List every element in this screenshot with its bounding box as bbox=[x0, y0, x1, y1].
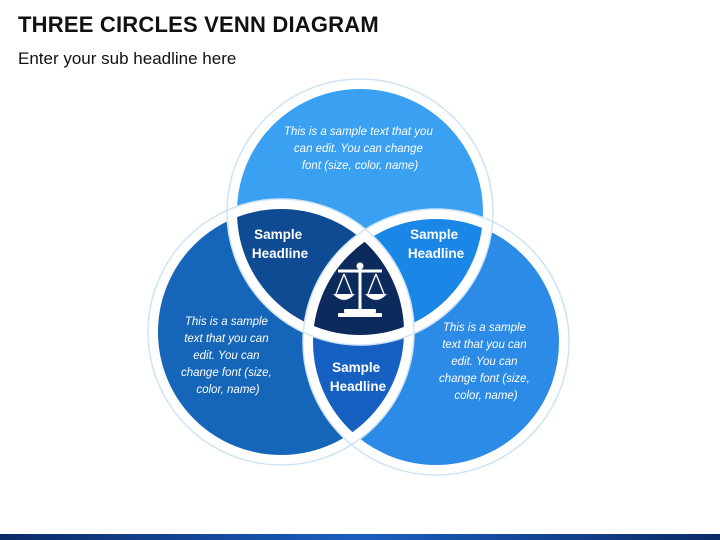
page-subtitle: Enter your sub headline here bbox=[18, 49, 237, 68]
right-circle-text: This is a sample text that you can edit.… bbox=[439, 322, 533, 402]
left-circle-text: This is a sample text that you can edit.… bbox=[181, 316, 275, 396]
bottom-accent-bar bbox=[0, 534, 720, 540]
overlap-top-left-headline: Sample Headline bbox=[252, 227, 309, 261]
top-circle-text: This is a sample text that you can edit.… bbox=[284, 126, 436, 172]
overlap-bottom-headline: Sample Headline bbox=[330, 360, 387, 394]
page-title: THREE CIRCLES VENN DIAGRAM bbox=[18, 12, 379, 37]
balance-scale-icon bbox=[333, 262, 387, 317]
center-overlap bbox=[308, 214, 409, 340]
overlap-top-right-headline: Sample Headline bbox=[408, 227, 465, 261]
